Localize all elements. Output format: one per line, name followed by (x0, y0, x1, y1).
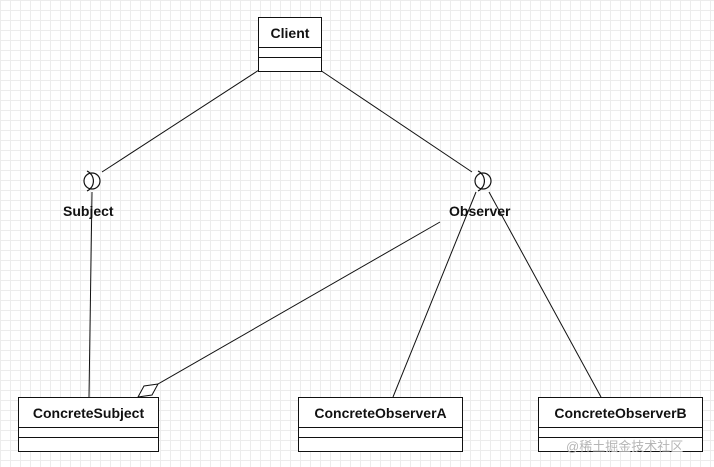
client-class-name: Client (259, 18, 321, 48)
client-attributes (259, 48, 321, 58)
concreteobservera-attributes (299, 428, 462, 438)
concreteobserverb-class-name: ConcreteObserverB (539, 398, 702, 428)
watermark-text: @稀土掘金技术社区 (566, 439, 684, 454)
client-operations (259, 58, 321, 68)
subject-lollipop (83, 170, 101, 192)
connector-observer-concretesubject (157, 221, 441, 385)
client-class[interactable]: Client (258, 17, 322, 72)
concreteobserverb-class[interactable]: ConcreteObserverB (538, 397, 703, 452)
connector-subject-concretesubject (88, 191, 93, 398)
connector-observer-concreteobserverb (488, 191, 602, 398)
concreteobservera-class[interactable]: ConcreteObserverA (298, 397, 463, 452)
connector-client-subject (101, 69, 260, 173)
concretesubject-attributes (19, 428, 158, 438)
concretesubject-class-name: ConcreteSubject (19, 398, 158, 428)
connector-observer-concreteobservera (392, 191, 477, 398)
observer-interface-label: Observer (449, 203, 511, 219)
subject-interface-label: Subject (63, 203, 114, 219)
concreteobserverb-attributes (539, 428, 702, 438)
observer-lollipop (474, 170, 492, 192)
connector-client-observer (319, 69, 473, 173)
aggregation-diamond (137, 383, 159, 398)
concretesubject-operations (19, 438, 158, 448)
concreteobservera-class-name: ConcreteObserverA (299, 398, 462, 428)
concretesubject-class[interactable]: ConcreteSubject (18, 397, 159, 452)
concreteobservera-operations (299, 438, 462, 448)
